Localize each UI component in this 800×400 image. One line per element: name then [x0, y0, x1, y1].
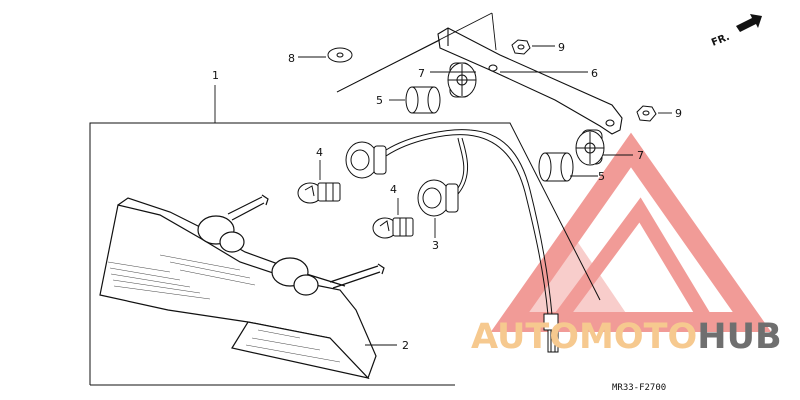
watermark-part1: AUTOMOTO [471, 317, 697, 357]
assembly-frame [89, 122, 601, 386]
callout-4-lower: 4 [390, 183, 397, 196]
grommet-upper [447, 62, 477, 98]
watermark-part2: HUB [697, 317, 781, 357]
callout-3: 3 [432, 239, 439, 252]
callout-4-upper: 4 [316, 146, 323, 159]
nut-lower [636, 105, 657, 122]
direction-label: FR. [710, 32, 731, 49]
collar-lower [538, 152, 574, 182]
taillight-housing [99, 194, 385, 380]
callout-1: 1 [212, 69, 219, 82]
callout-7-lower: 7 [637, 149, 644, 162]
mounting-bracket [437, 27, 623, 135]
callout-2: 2 [402, 339, 409, 352]
callout-9-lower: 9 [675, 107, 682, 120]
collar-upper [405, 86, 441, 114]
callout-5-lower: 5 [598, 170, 605, 183]
svg-text:AUTOMOTOHUB: AUTOMOTOHUB [471, 317, 782, 357]
watermark-wordmark: AUTOMOTOHUB [471, 317, 782, 357]
callout-6: 6 [591, 67, 598, 80]
grommet-lower [575, 129, 605, 166]
callout-9-upper: 9 [558, 41, 565, 54]
callout-8: 8 [288, 52, 295, 65]
socket-harness [345, 129, 559, 353]
front-direction-arrow-icon [736, 14, 762, 32]
bulb-lower [372, 217, 414, 239]
callout-7-upper: 7 [418, 67, 425, 80]
washer [327, 47, 353, 63]
diagram-code: MR33-F2700 [612, 383, 666, 393]
nut-upper [511, 39, 531, 55]
callout-labels: 1 2 3 4 4 5 5 6 7 7 8 9 9 [212, 41, 682, 352]
leader-lines [214, 12, 672, 346]
callout-5-upper: 5 [376, 94, 383, 107]
bulb-upper [297, 182, 341, 204]
